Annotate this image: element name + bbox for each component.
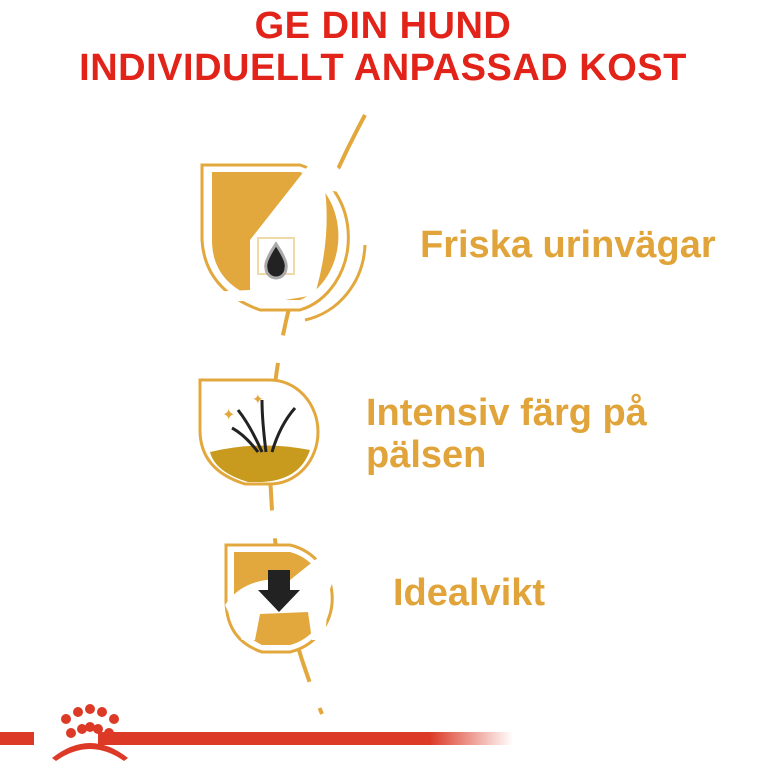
benefit-urinary: Friska urinvägar [420,224,716,266]
benefit-coat-line1: Intensiv färg på [366,392,647,434]
benefit-weight: Idealvikt [393,572,546,614]
weight-dog-icon [224,543,348,654]
page-title-line1: GE DIN HUND [254,5,512,47]
svg-text:✦: ✦ [252,391,264,407]
page-title-line2: INDIVIDUELLT ANPASSAD KOST [79,47,687,89]
benefit-coat-line2: pälsen [366,434,487,476]
urinary-dog-icon [196,161,367,322]
coat-hair-icon: ✦ ✦ [198,378,320,486]
footer-bar-left [0,732,34,745]
svg-text:✦: ✦ [222,407,235,424]
footer-bar-right [98,732,513,745]
